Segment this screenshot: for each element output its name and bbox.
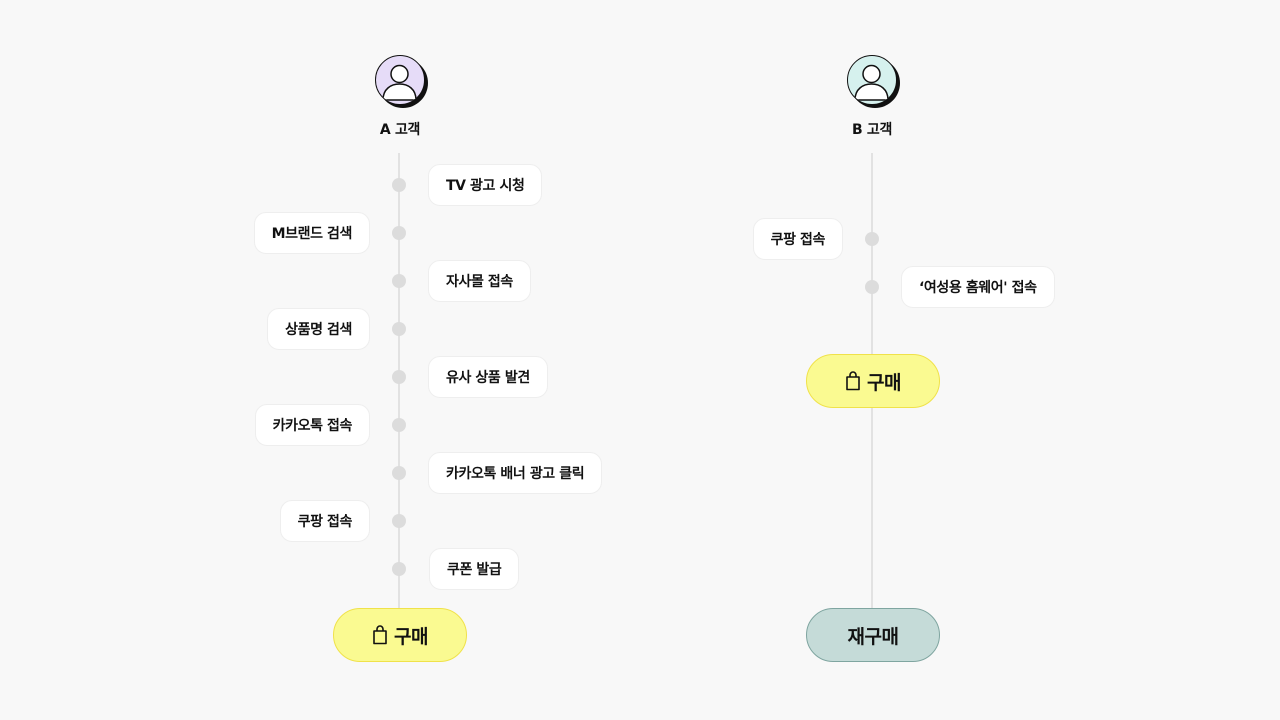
user-icon (854, 64, 889, 101)
repurchase-label: 재구매 (847, 625, 899, 648)
customer-b-repurchase-badge: 재구매 (806, 608, 940, 662)
journey-step-coupon: 쿠폰 발급 (429, 548, 520, 590)
journey-step-coupang: 쿠팡 접속 (752, 218, 843, 260)
timeline-dot (392, 370, 406, 384)
journey-step-coupang: 쿠팡 접속 (279, 500, 370, 542)
shopping-bag-icon (373, 625, 387, 645)
customer-a-purchase-badge: 구매 (333, 608, 467, 662)
customer-a-label: A 고객 (379, 122, 421, 138)
shopping-bag-icon (846, 371, 860, 391)
timeline-dot (392, 274, 406, 288)
journey-step-kakaotalk: 카카오톡 접속 (254, 404, 370, 446)
timeline-dot (392, 226, 406, 240)
journey-step-brand-search: M브랜드 검색 (253, 212, 370, 254)
purchase-label: 구매 (867, 371, 901, 394)
timeline-dot (865, 232, 879, 246)
timeline-dot (865, 280, 879, 294)
customer-b-avatar (847, 55, 897, 105)
customer-b-label: B 고객 (851, 122, 893, 138)
customer-b-purchase-badge: 구매 (806, 354, 940, 408)
user-icon (382, 64, 417, 101)
timeline-dot (392, 178, 406, 192)
timeline-dot (392, 562, 406, 576)
customer-a-avatar (375, 55, 425, 105)
timeline-dot (392, 466, 406, 480)
journey-step-own-mall: 자사몰 접속 (428, 260, 531, 302)
journey-step-similar-product: 유사 상품 발견 (428, 356, 548, 398)
journey-step-kakao-banner: 카카오톡 배너 광고 클릭 (428, 452, 603, 494)
journey-step-product-search: 상품명 검색 (267, 308, 370, 350)
timeline-dot (392, 322, 406, 336)
journey-step-tv-ad: TV 광고 시청 (428, 164, 543, 206)
timeline-dot (392, 418, 406, 432)
timeline-dot (392, 514, 406, 528)
journey-step-homewear: ‘여성용 홈웨어' 접속 (901, 266, 1055, 308)
purchase-label: 구매 (394, 625, 428, 648)
